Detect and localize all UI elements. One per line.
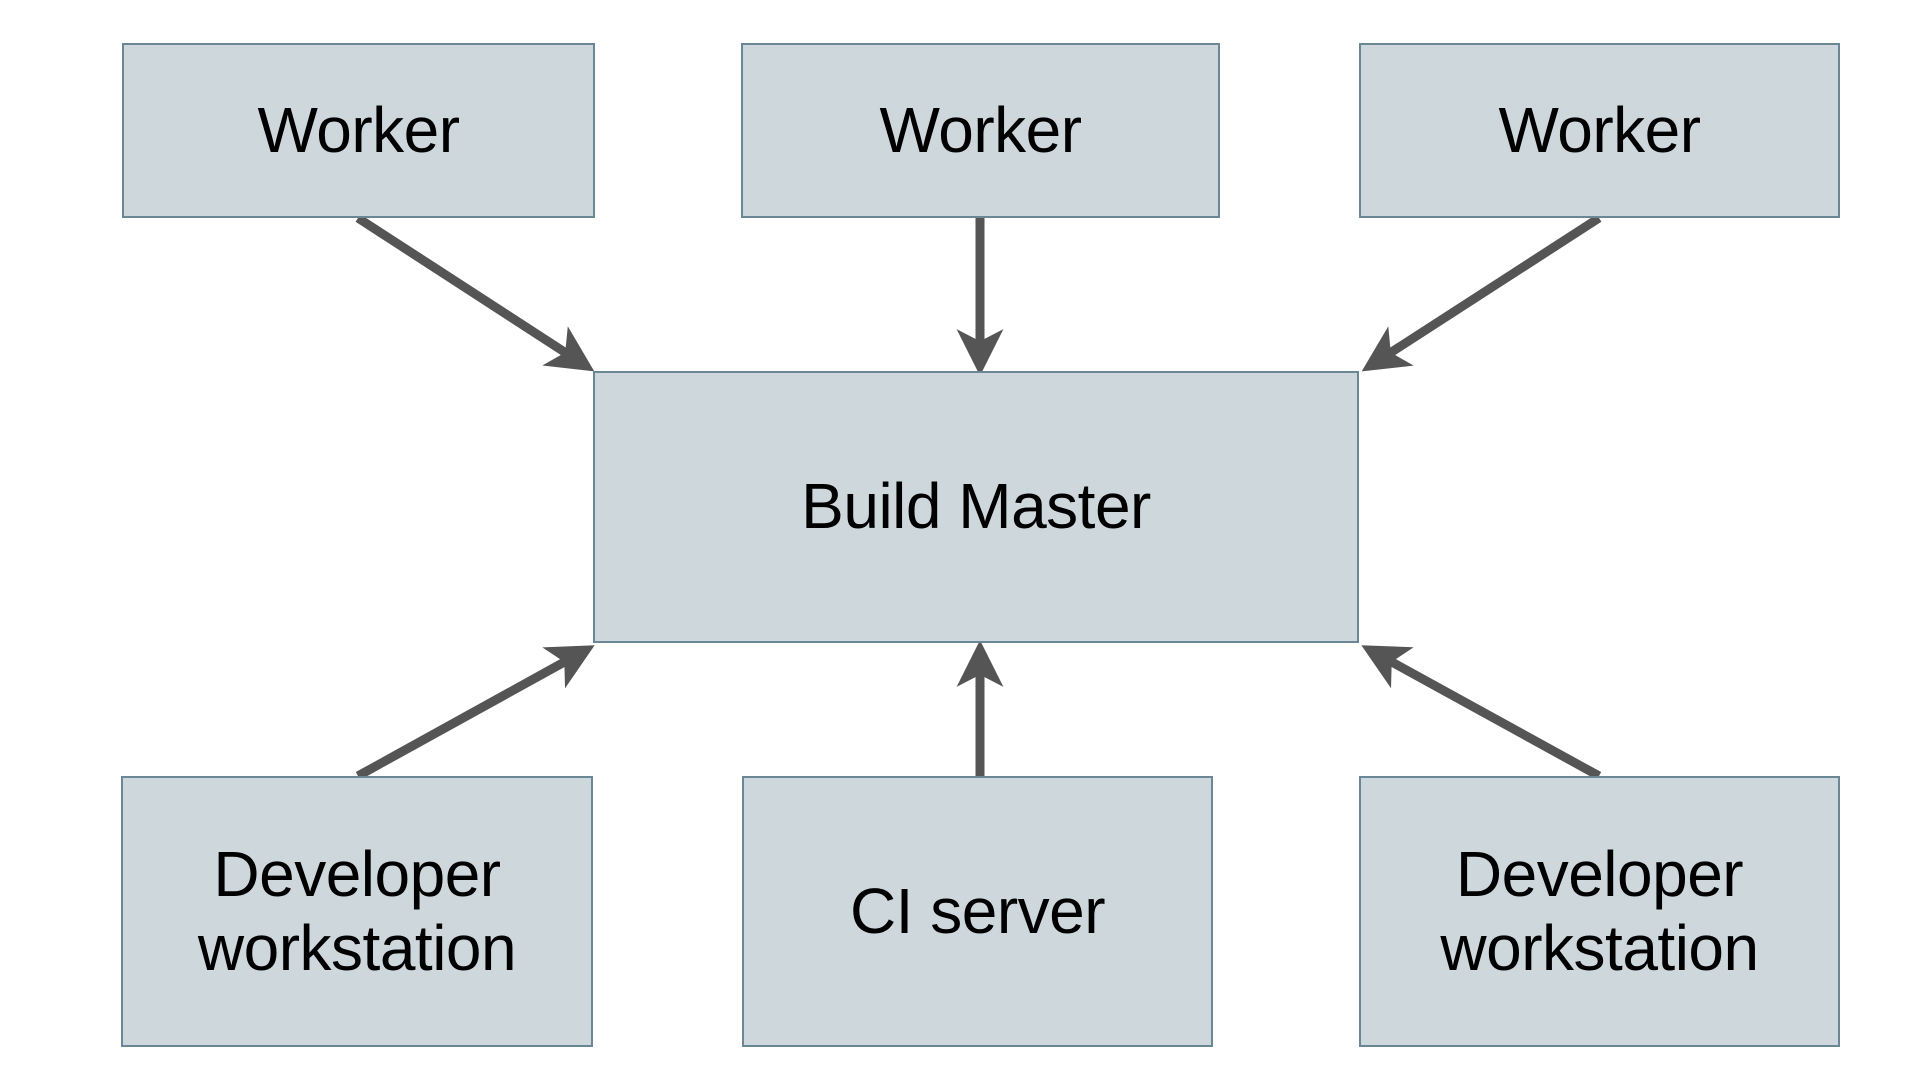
node-developer-workstation-left[interactable]: Developer workstation bbox=[121, 776, 593, 1047]
node-build-master[interactable]: Build Master bbox=[593, 371, 1359, 643]
node-build-master-label: Build Master bbox=[801, 470, 1151, 543]
node-developer-workstation-right-label: Developer workstation bbox=[1440, 837, 1759, 984]
edge-worker-1-to-build-master bbox=[355, 214, 595, 372]
node-worker-2[interactable]: Worker bbox=[741, 43, 1220, 218]
node-worker-2-label: Worker bbox=[879, 93, 1082, 166]
node-developer-workstation-right[interactable]: Developer workstation bbox=[1359, 776, 1840, 1047]
node-worker-3[interactable]: Worker bbox=[1359, 43, 1840, 218]
node-ci-server[interactable]: CI server bbox=[742, 776, 1213, 1047]
node-worker-1[interactable]: Worker bbox=[122, 43, 595, 218]
edge-dev-ws-left-to-build-master bbox=[355, 645, 595, 780]
node-ci-server-label: CI server bbox=[849, 874, 1106, 947]
node-developer-workstation-left-label: Developer workstation bbox=[197, 837, 517, 984]
node-worker-1-label: Worker bbox=[257, 93, 460, 166]
node-worker-3-label: Worker bbox=[1498, 93, 1701, 166]
edge-worker-3-to-build-master bbox=[1361, 214, 1602, 372]
edge-dev-ws-right-to-build-master bbox=[1361, 645, 1602, 780]
